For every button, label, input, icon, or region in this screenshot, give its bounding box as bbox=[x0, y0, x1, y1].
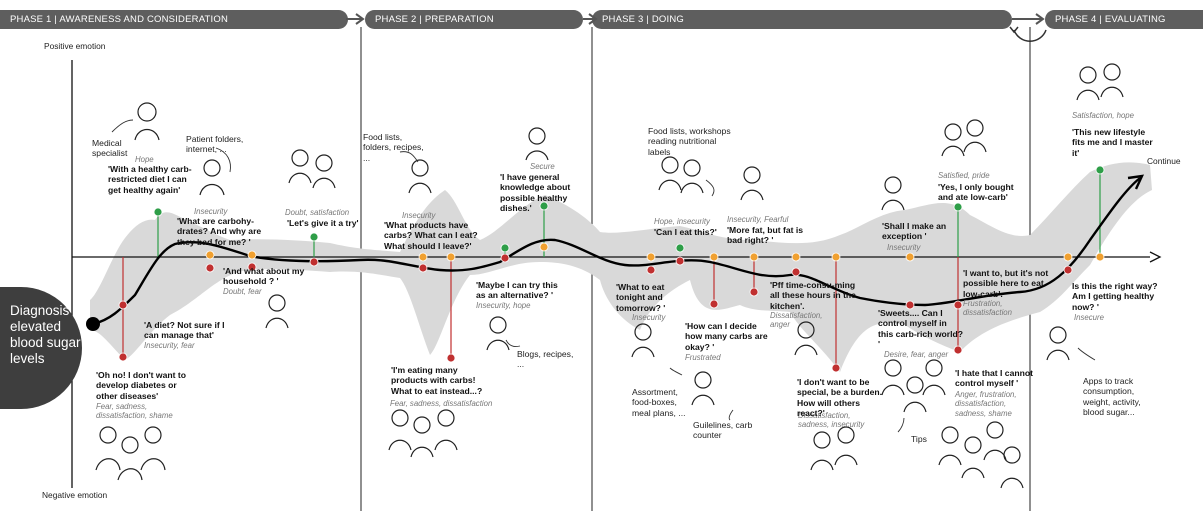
person-icon bbox=[1046, 326, 1070, 361]
emotion-label: Frustrated bbox=[685, 353, 721, 362]
quote: 'With a healthy carb-restricted diet I c… bbox=[108, 164, 192, 195]
emotion-label: Doubt, satisfaction bbox=[285, 208, 350, 217]
emotion-label: Insecurity, fear bbox=[144, 341, 195, 350]
negative-emotion-label: Negative emotion bbox=[42, 490, 108, 500]
group-icon bbox=[95, 426, 166, 481]
emotion-label: Dissatisfaction, anger bbox=[770, 311, 823, 330]
person-icon bbox=[881, 176, 905, 211]
phase-arrow-1 bbox=[346, 13, 365, 25]
emotion-label: Frustration, dissatisfaction bbox=[963, 299, 1012, 318]
quote: 'What to eat tonight and tomorrow? ' bbox=[616, 282, 666, 313]
quote: 'What products have carbs? What can I ea… bbox=[384, 220, 478, 251]
quote: 'Maybe I can try this as an alternative?… bbox=[476, 280, 558, 301]
touchpoint-patient-folders: Patient folders, internet, ... bbox=[186, 134, 244, 155]
person-sketches bbox=[95, 63, 1124, 489]
touchpoint-assortment: Assortment, food-boxes, meal plans, ... bbox=[632, 387, 686, 418]
person-icon bbox=[941, 119, 987, 157]
quote: 'This new lifestyle fits me and I master… bbox=[1072, 127, 1153, 158]
group-icon bbox=[938, 421, 1024, 489]
quote: 'I'm eating many products with carbs! Wh… bbox=[391, 365, 483, 396]
person-icon bbox=[134, 102, 160, 141]
person-icon bbox=[265, 294, 289, 329]
diagnosis-label: Diagnosis elevated blood sugar levels bbox=[10, 303, 81, 366]
person-icon bbox=[199, 159, 225, 196]
person-icon bbox=[288, 149, 336, 189]
quote: 'I don't want to be special, be a burden… bbox=[797, 377, 883, 419]
phase-2-bar: PHASE 2 | PREPARATION bbox=[365, 10, 583, 29]
start-dot bbox=[86, 317, 100, 331]
quote: 'Can I eat this?' bbox=[654, 227, 717, 237]
emotion-label: Dissatisfaction, sadness, insecurity bbox=[798, 411, 865, 430]
quote: 'More fat, but fat is bad right? ' bbox=[727, 225, 804, 246]
person-icon bbox=[525, 127, 549, 161]
continue-label: Continue bbox=[1147, 156, 1181, 166]
quote: 'And what about my household ? ' bbox=[223, 266, 305, 287]
emotion-curve bbox=[92, 177, 1141, 326]
touchpoint-tips: Tips bbox=[911, 434, 927, 444]
phase-3-label: PHASE 3 | DOING bbox=[602, 14, 685, 25]
person-icon bbox=[1076, 63, 1124, 101]
emotion-label: Insecure bbox=[1074, 313, 1104, 322]
emotion-label: Insecurity bbox=[194, 207, 228, 216]
person-icon bbox=[740, 166, 764, 201]
emotion-label: Insecurity, hope bbox=[476, 301, 531, 310]
person-icon bbox=[486, 316, 510, 351]
touchpoint-food-lists: Food lists, folders, recipes, ... bbox=[363, 132, 424, 163]
emotion-label: Secure bbox=[530, 162, 555, 171]
group-icon bbox=[388, 409, 458, 458]
touchpoint-guidelines: Guilelines, carb counter bbox=[693, 420, 753, 441]
emotion-label: Insecurity, Fearful bbox=[727, 215, 789, 224]
person-icon bbox=[658, 156, 704, 194]
person-icon bbox=[794, 321, 818, 356]
quote: 'Pff time-consu-ming all these hours in … bbox=[770, 280, 856, 311]
positive-emotion-label: Positive emotion bbox=[44, 41, 106, 51]
quote: Is this the right way? Am I getting heal… bbox=[1072, 281, 1158, 312]
phase-2-label: PHASE 2 | PREPARATION bbox=[375, 14, 494, 25]
diagnosis-start-badge: Diagnosis elevated blood sugar levels bbox=[0, 287, 82, 409]
group-icon bbox=[881, 359, 946, 413]
person-icon bbox=[691, 371, 715, 406]
quote: 'Sweets.... Can I control myself in this… bbox=[878, 308, 963, 350]
quote: 'Shall I make an exception ' bbox=[882, 221, 947, 242]
phase-1-bar: PHASE 1 | AWARENESS AND CONSIDERATION bbox=[0, 10, 348, 29]
quote: 'Yes, I only bought and ate low-carb' bbox=[938, 182, 1014, 203]
emotion-label: Fear, sadness, dissatisfaction bbox=[390, 399, 493, 408]
phase-arrow-3 bbox=[1012, 13, 1045, 25]
emotion-label: Insecurity bbox=[402, 211, 436, 220]
emotion-label: Hope bbox=[135, 155, 154, 164]
quote: 'What are carbohy-drates? And why are th… bbox=[177, 216, 262, 247]
emotion-label: Satisfaction, hope bbox=[1072, 111, 1134, 120]
quote: 'A diet? Not sure if I can manage that' bbox=[144, 320, 225, 341]
phase-1-label: PHASE 1 | AWARENESS AND CONSIDERATION bbox=[10, 14, 229, 25]
phase-4-label: PHASE 4 | EVALUATING bbox=[1055, 14, 1166, 25]
touchpoint-blogs: Blogs, recipes, ... bbox=[517, 349, 574, 370]
touchpoint-apps: Apps to track consumption, weight, activ… bbox=[1083, 376, 1141, 418]
phase-3-bar: PHASE 3 | DOING bbox=[592, 10, 1012, 29]
quote: 'I hate that I cannot control myself ' bbox=[955, 368, 1033, 389]
emotion-label: Insecurity bbox=[887, 243, 921, 252]
quote: 'Oh no! I don't want to develop diabetes… bbox=[96, 370, 187, 401]
emotion-label: Insecurity bbox=[632, 313, 666, 322]
group-icon bbox=[810, 426, 858, 471]
phase-arrow-2 bbox=[583, 13, 598, 25]
touchpoint-food-workshops: Food lists, workshops reading nutritiona… bbox=[648, 126, 731, 157]
emotion-label: Satisfied, pride bbox=[938, 171, 990, 180]
emotion-label: Doubt, fear bbox=[223, 287, 262, 296]
emotion-label: Fear, sadness, dissatisfaction, shame bbox=[96, 402, 173, 421]
quote: 'I have general knowledge about possible… bbox=[500, 172, 571, 214]
person-icon bbox=[631, 323, 655, 358]
quote: 'Let's give it a try' bbox=[287, 218, 359, 228]
phase-4-bar: PHASE 4 | EVALUATING bbox=[1045, 10, 1203, 29]
emotion-range-band bbox=[90, 162, 1152, 372]
touchpoint-medical: Medical specialist bbox=[92, 138, 128, 159]
emotion-label: Hope, insecurity bbox=[654, 217, 710, 226]
quote: 'How can I decide how many carbs are oka… bbox=[685, 321, 768, 352]
emotion-label: Desire, fear, anger bbox=[884, 350, 949, 359]
person-icon bbox=[408, 159, 432, 194]
quote: 'I want to, but it's not possible here t… bbox=[963, 268, 1049, 299]
emotion-label: Anger, frustration, dissatisfaction, sad… bbox=[955, 390, 1017, 418]
